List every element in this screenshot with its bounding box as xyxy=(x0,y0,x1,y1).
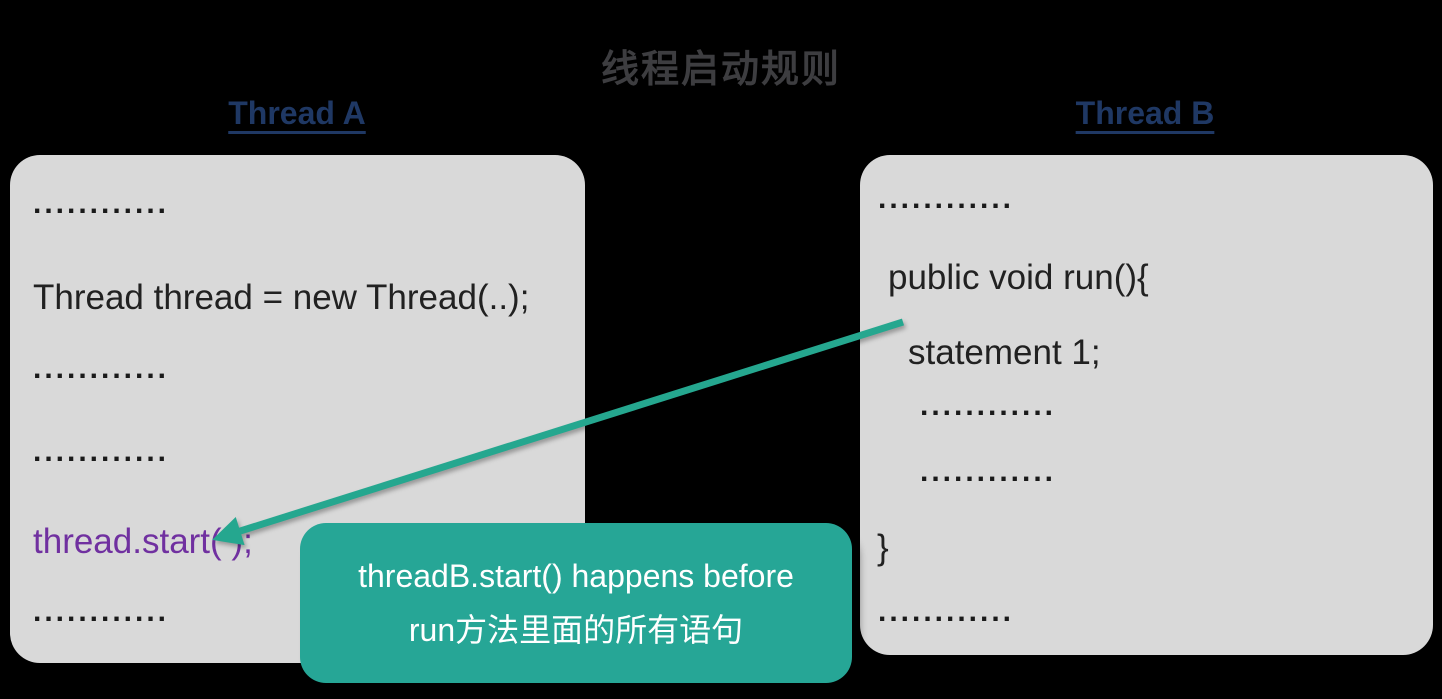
thread-b-dots-line: ............ xyxy=(920,455,1057,488)
happens-before-callout: threadB.start() happens before run方法里面的所… xyxy=(300,523,852,683)
thread-b-dots-line: ............ xyxy=(878,595,1015,628)
thread-a-header: Thread A xyxy=(228,95,366,131)
callout-line-2: run方法里面的所有语句 xyxy=(408,612,744,648)
thread-b-header: Thread B xyxy=(1075,95,1215,131)
callout-line-1: threadB.start() happens before xyxy=(358,558,794,594)
thread-a-dots-line: ............ xyxy=(33,187,170,220)
thread-a-new-thread-line: Thread thread = new Thread(..); xyxy=(33,278,530,317)
thread-b-dots-line: ............ xyxy=(878,182,1015,215)
thread-a-dots-line: ............ xyxy=(33,595,170,628)
thread-a-dots-line: ............ xyxy=(33,435,170,468)
thread-b-close-brace-line: } xyxy=(877,528,889,567)
page-title: 线程启动规则 xyxy=(600,49,841,91)
thread-a-dots-line: ............ xyxy=(33,352,170,385)
thread-a-start-call-line: thread.start( ); xyxy=(33,522,253,561)
thread-b-statement-line: statement 1; xyxy=(908,333,1101,372)
thread-b-box: ............ public void run(){ statemen… xyxy=(860,155,1433,655)
thread-b-run-signature-line: public void run(){ xyxy=(888,258,1149,297)
thread-b-dots-line: ............ xyxy=(920,389,1057,422)
